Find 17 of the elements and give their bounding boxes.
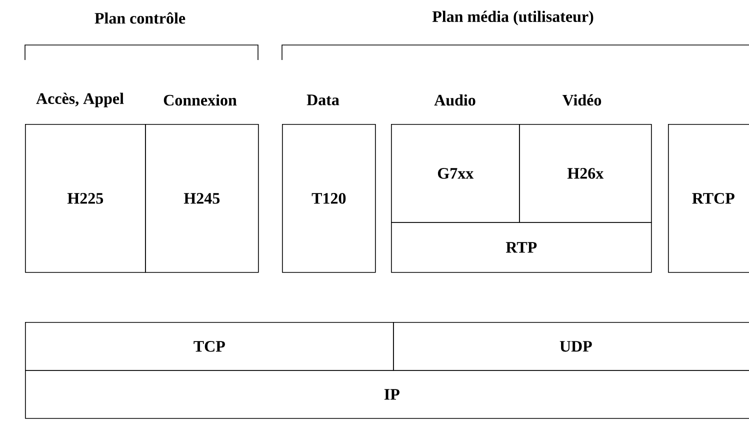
heading: Plan média (utilisateur) [432, 10, 594, 26]
protocol-box: TCP [25, 322, 394, 371]
heading: Plan contrôle [94, 12, 186, 24]
heading: Vidéo [562, 94, 602, 106]
heading: Connexion [164, 94, 237, 106]
protocol-box: H26x [519, 124, 652, 223]
protocol-box: T120 [282, 124, 376, 273]
heading: Accès, Appel [36, 92, 124, 108]
heading: Audio [434, 94, 476, 106]
protocol-box: H245 [145, 124, 259, 273]
heading: Data [306, 94, 340, 106]
protocol-box: H225 [25, 124, 146, 273]
protocol-box: UDP [393, 322, 749, 371]
protocol-box: RTCP [668, 124, 749, 273]
protocol-box: IP [25, 370, 749, 419]
protocol-box: RTP [391, 222, 652, 273]
protocol-box: G7xx [391, 124, 520, 223]
